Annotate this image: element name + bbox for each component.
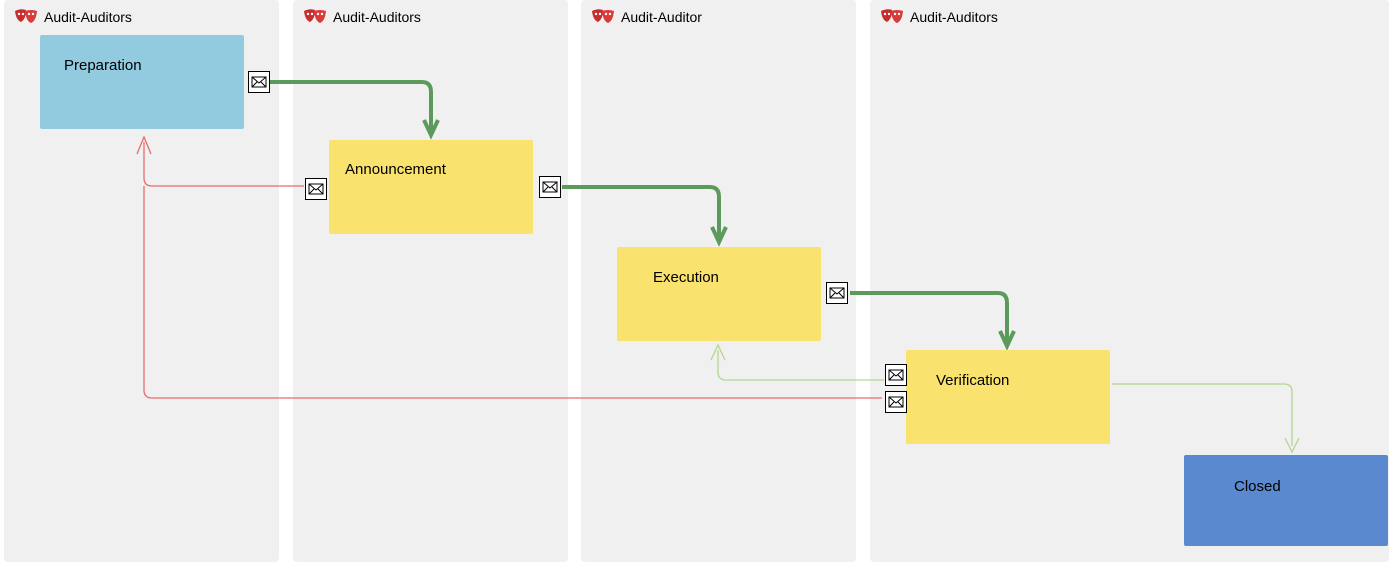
- lane-4-label: Audit-Auditors: [910, 9, 998, 25]
- envelope-icon[interactable]: [248, 71, 270, 93]
- theater-masks-icon: [15, 9, 37, 23]
- state-preparation[interactable]: Preparation: [40, 35, 244, 129]
- lane-3-header: Audit-Auditor: [591, 8, 702, 26]
- envelope-icon[interactable]: [885, 364, 907, 386]
- envelope-icon[interactable]: [539, 176, 561, 198]
- state-closed-label: Closed: [1234, 478, 1281, 495]
- state-announcement[interactable]: Announcement: [329, 140, 533, 234]
- lane-2: Audit-Auditors: [293, 0, 568, 562]
- theater-masks-icon: [881, 9, 903, 23]
- lane-3-label: Audit-Auditor: [621, 9, 702, 25]
- state-execution-label: Execution: [653, 269, 719, 286]
- state-preparation-label: Preparation: [64, 57, 142, 74]
- lane-2-label: Audit-Auditors: [333, 9, 421, 25]
- envelope-icon[interactable]: [885, 391, 907, 413]
- state-verification[interactable]: Verification: [906, 350, 1110, 444]
- state-closed[interactable]: Closed: [1184, 455, 1388, 546]
- lane-4-header: Audit-Auditors: [880, 8, 998, 26]
- state-announcement-label: Announcement: [345, 161, 446, 178]
- lane-1-header: Audit-Auditors: [14, 8, 132, 26]
- theater-masks-icon: [304, 9, 326, 23]
- lane-2-header: Audit-Auditors: [303, 8, 421, 26]
- state-verification-label: Verification: [936, 372, 1010, 389]
- lane-1-label: Audit-Auditors: [44, 9, 132, 25]
- envelope-icon[interactable]: [305, 178, 327, 200]
- theater-masks-icon: [592, 9, 614, 23]
- envelope-icon[interactable]: [826, 282, 848, 304]
- state-execution[interactable]: Execution: [617, 247, 821, 341]
